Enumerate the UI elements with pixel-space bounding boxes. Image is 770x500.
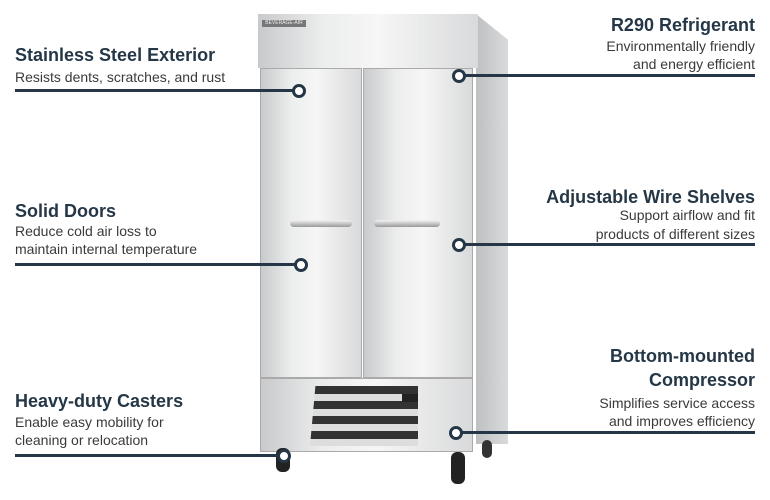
callout-line — [15, 263, 301, 266]
callout-text: Environmentally friendly — [606, 38, 755, 54]
cabinet-side-panel — [476, 14, 508, 444]
callout-title: Bottom-mounted — [610, 346, 755, 366]
callout-dot-icon — [292, 84, 306, 98]
callout-line — [15, 454, 283, 457]
callout-dot-icon — [449, 426, 463, 440]
callout-title: Solid Doors — [15, 201, 117, 221]
callout-title: Compressor — [648, 370, 755, 390]
callout-line — [460, 74, 755, 77]
callout-text: Support airflow and fit — [619, 207, 755, 223]
callout-text: Resists dents, scratches, and rust — [15, 69, 226, 85]
callout-title: Stainless Steel Exterior — [15, 45, 216, 65]
callout-dot-icon — [294, 258, 308, 272]
caster-back-icon — [482, 440, 492, 458]
callout-text: products of different sizes — [595, 226, 755, 242]
callout-title: Adjustable Wire Shelves — [546, 187, 755, 207]
left-door-handle[interactable] — [290, 220, 352, 227]
callout-dot-icon — [452, 238, 466, 252]
callout-title: R290 Refrigerant — [610, 15, 755, 35]
callout-text: and improves efficiency — [608, 413, 755, 429]
callout-text: Enable easy mobility for — [15, 414, 164, 430]
callout-title: Heavy-duty Casters — [15, 391, 184, 411]
callout-line — [457, 431, 755, 434]
callout-line — [15, 89, 299, 92]
callout-text: cleaning or relocation — [15, 432, 149, 448]
temperature-display — [402, 394, 418, 402]
caster-right-icon — [451, 452, 465, 484]
callout-text: maintain internal temperature — [15, 241, 198, 257]
callout-dot-icon — [277, 449, 291, 463]
callout-dot-icon — [452, 69, 466, 83]
callout-text: Simplifies service access — [599, 395, 755, 411]
brand-label: BEVERAGE-AIR — [262, 20, 306, 27]
callout-line — [460, 243, 755, 246]
callout-text: and energy efficient — [633, 56, 755, 72]
right-door-handle[interactable] — [374, 220, 440, 227]
callout-text: Reduce cold air loss to — [15, 223, 157, 239]
vent-louvers — [310, 386, 418, 446]
